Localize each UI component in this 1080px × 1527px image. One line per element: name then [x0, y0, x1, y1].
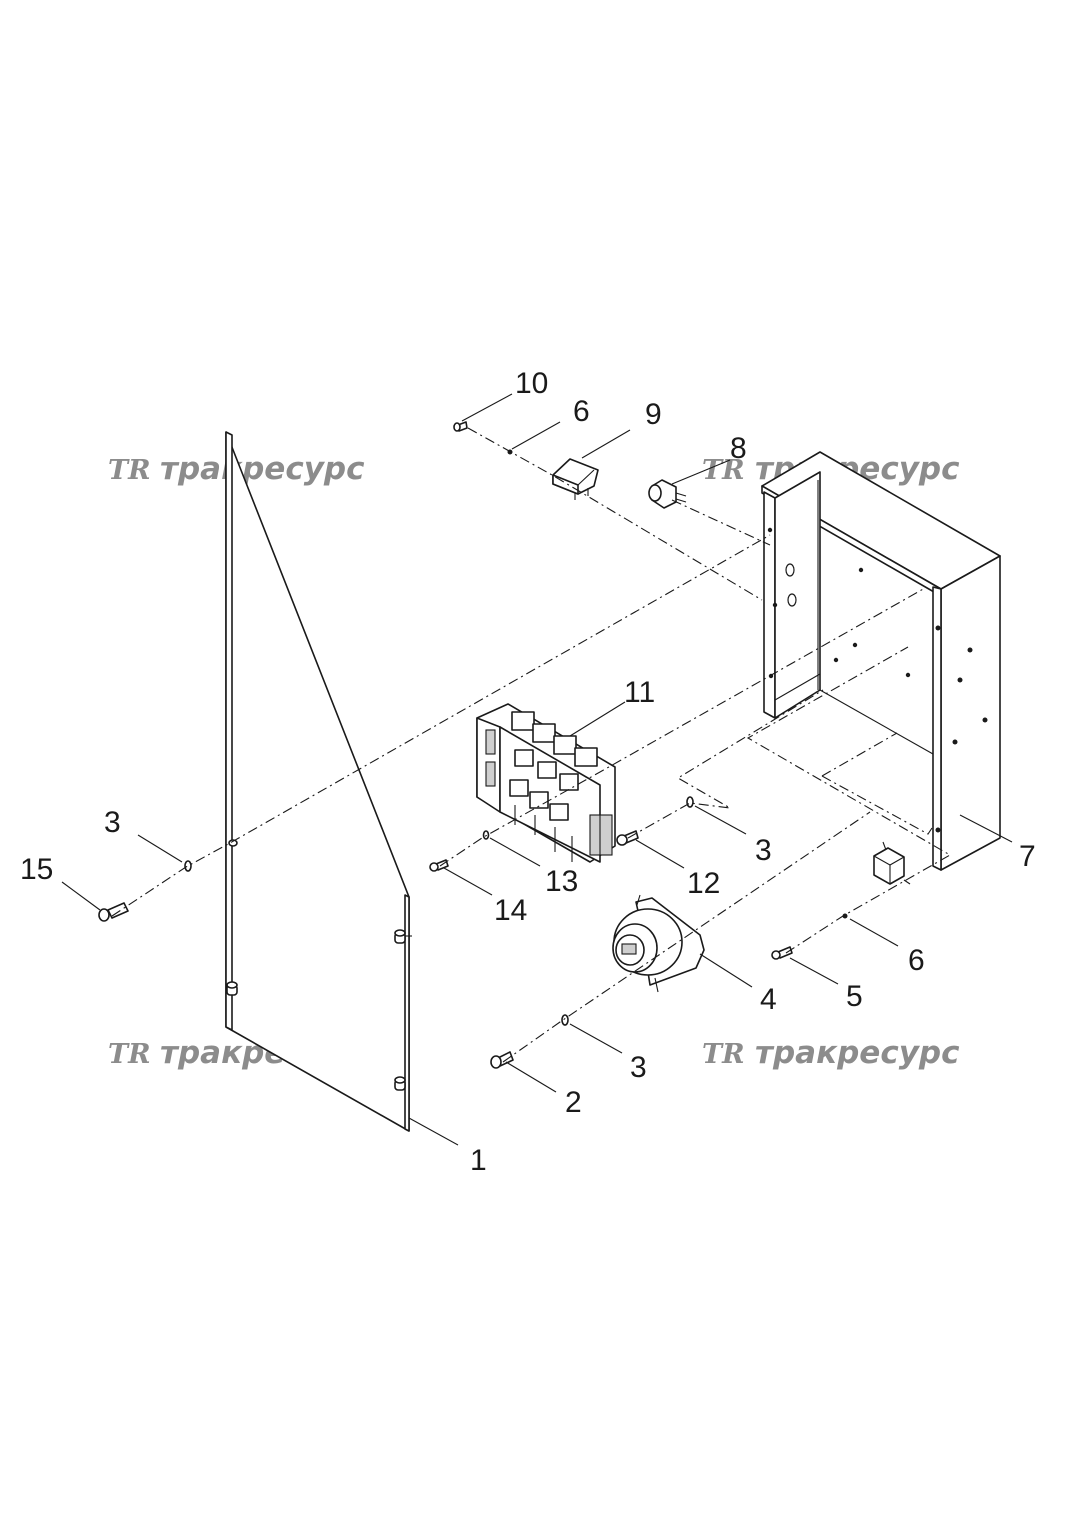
callout-6-right: 6 [908, 944, 925, 977]
assembly-lines [111, 427, 952, 1063]
leader-lines [61, 393, 1013, 1146]
svg-text:TR: TR [702, 455, 745, 486]
callout-9: 9 [645, 398, 662, 431]
svg-text:TR: TR [108, 455, 151, 486]
washer-part-3-bottom [561, 1014, 569, 1026]
svg-text:тракресурс: тракресурс [755, 1035, 960, 1071]
screw-part-10 [453, 421, 468, 432]
washer-part-6-right [842, 913, 848, 919]
callout-5: 5 [846, 980, 863, 1013]
bracket-housing-part-7 [761, 451, 1001, 871]
callout-8: 8 [730, 432, 747, 465]
callout-4: 4 [760, 983, 777, 1016]
callout-14: 14 [494, 894, 527, 927]
screw-part-5 [771, 946, 793, 960]
svg-text:тракресурс: тракресурс [160, 451, 365, 487]
callout-3-bottom: 3 [630, 1051, 647, 1084]
screw-part-2 [490, 1051, 514, 1069]
indicator-lamp-part-8 [648, 479, 687, 509]
washer-part-3-left [184, 860, 192, 872]
svg-text:TR: TR [108, 1039, 151, 1070]
small-module-part-6 [873, 841, 911, 885]
callout-labels: 1 2 3 3 3 4 5 6 6 7 8 9 10 11 12 13 14 1… [20, 367, 1036, 1177]
round-connector-part-4 [612, 894, 705, 993]
callout-3-left: 3 [104, 806, 121, 839]
bolt-part-15 [98, 902, 129, 922]
callout-6-top: 6 [573, 395, 590, 428]
callout-2: 2 [565, 1086, 582, 1119]
callout-12: 12 [687, 867, 720, 900]
callout-11: 11 [624, 676, 655, 709]
callout-13: 13 [545, 865, 578, 898]
washer-part-3-middle [686, 796, 694, 808]
callout-7: 7 [1019, 840, 1036, 873]
watermark-bottom-right: TR тракресурс [702, 1035, 960, 1071]
washer-part-13 [482, 830, 490, 840]
callout-3-middle: 3 [755, 834, 772, 867]
relay-block-part-11 [476, 703, 616, 863]
cover-plate-part-1 [225, 431, 412, 1132]
callout-1: 1 [470, 1144, 487, 1177]
callout-15: 15 [20, 853, 53, 886]
screw-part-12 [616, 830, 639, 846]
svg-text:TR: TR [702, 1039, 745, 1070]
callout-10: 10 [515, 367, 548, 400]
watermark-top-left: TR тракресурс [108, 451, 365, 487]
